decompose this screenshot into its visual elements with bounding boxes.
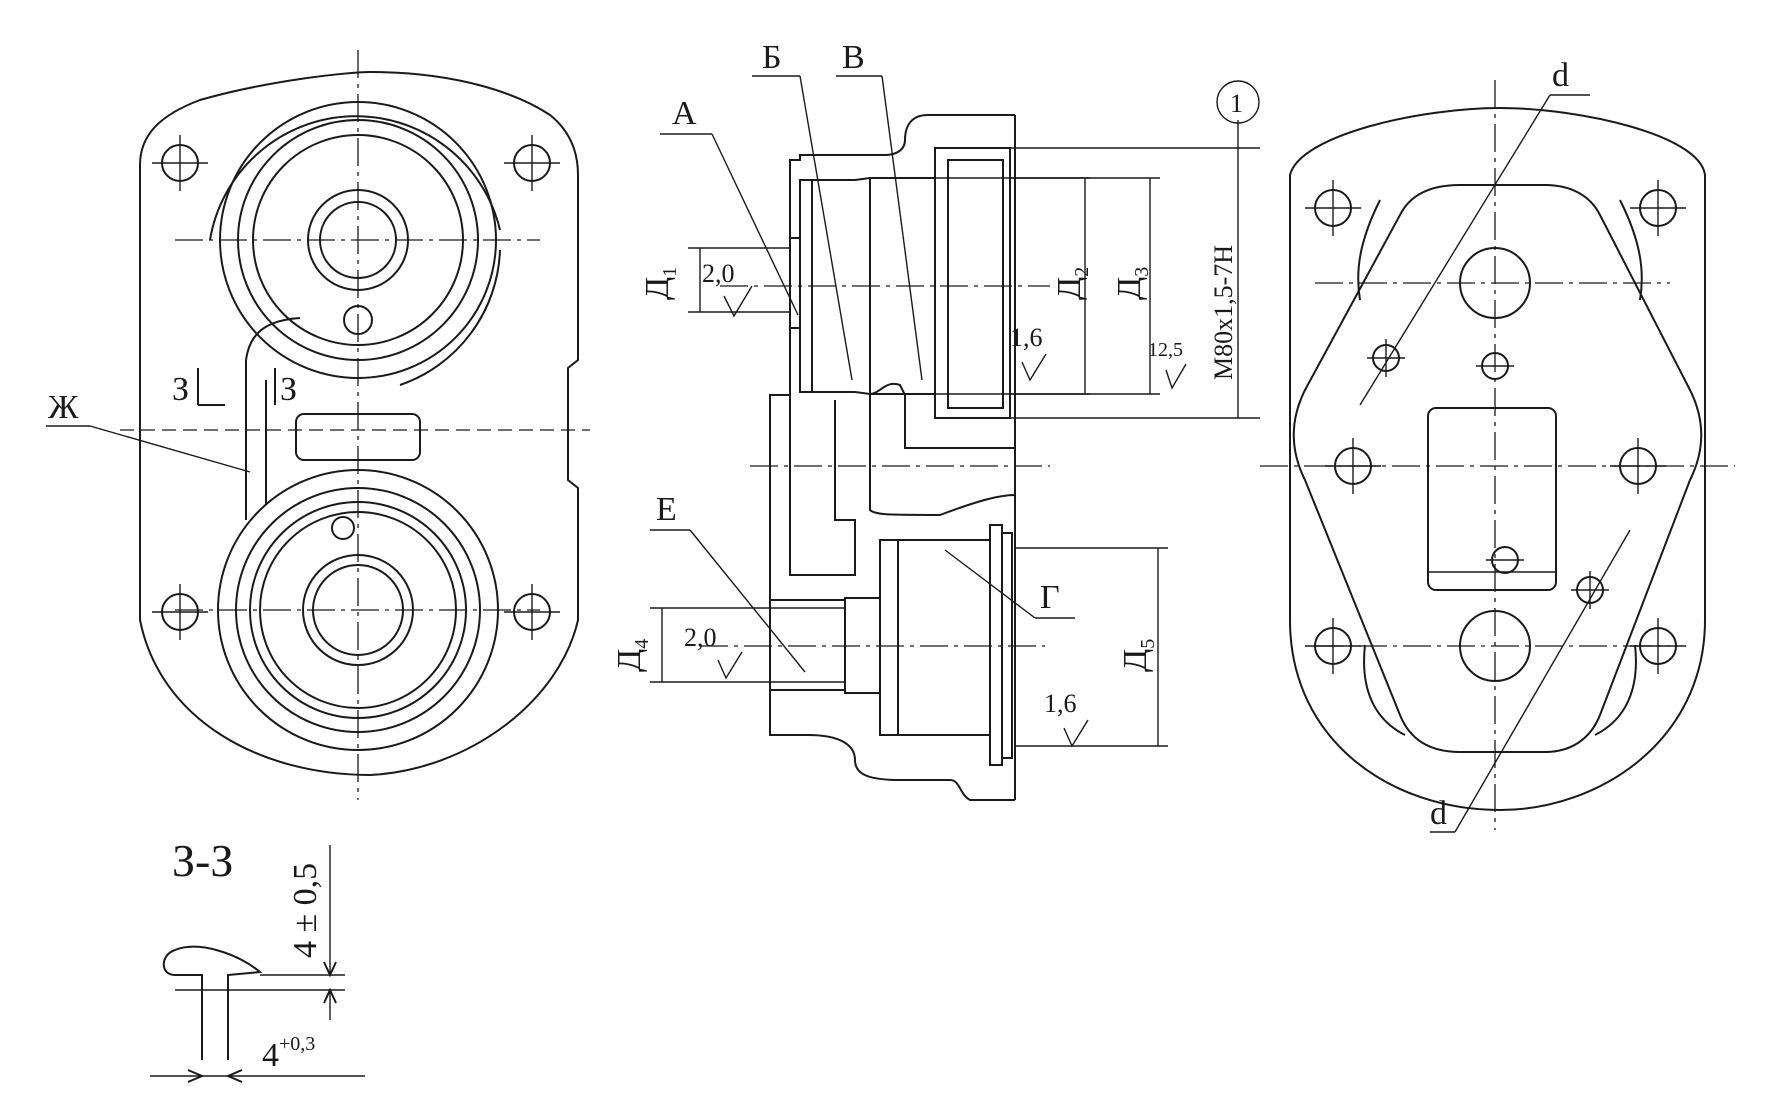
rear-mount-tl: [1305, 180, 1361, 236]
section-profile: [162, 945, 263, 1060]
dim-d5-sub: 5: [1137, 639, 1159, 649]
label-b: Б: [762, 39, 782, 76]
rear-hole-d1: [1367, 339, 1405, 377]
height-tolerance: 4 ± 0,5: [287, 863, 324, 958]
rear-hole-lower: [1486, 546, 1524, 574]
rear-hole-d2: [1571, 571, 1609, 609]
section-zz: З-З 4 ± 0,5 4+0,3: [150, 835, 365, 1083]
front-view: З З Ж: [46, 50, 590, 800]
upper-bore: [209, 101, 501, 386]
section-title: З-З: [172, 835, 233, 886]
rear-view: d d: [1260, 57, 1735, 833]
svg-text:Д5: Д5: [1117, 639, 1159, 672]
roughness-r2: 1,6: [1010, 323, 1043, 352]
roughness-r4: 2,0: [684, 623, 717, 652]
section-mark-left: З: [172, 371, 189, 408]
label-e: Е: [656, 491, 677, 528]
label-a: А: [672, 95, 697, 132]
svg-text:4+0,3: 4+0,3: [262, 1033, 315, 1074]
label-g: Г: [1040, 579, 1060, 616]
svg-text:Д4: Д4: [611, 639, 653, 672]
callout-number: 1: [1230, 89, 1243, 118]
section-view: Д1 2,0 Д2 1,6 Д3 12,5 М80х1,5-7Н 1 Д4 2,…: [611, 39, 1260, 801]
dim-d1: Д: [639, 277, 676, 300]
mounting-hole-tr: [504, 135, 560, 191]
svg-text:Д1: Д1: [639, 267, 681, 300]
width-tolerance: +0,3: [279, 1033, 315, 1055]
mounting-hole-bl: [152, 584, 208, 640]
dim-d1-sub: 1: [659, 267, 681, 277]
callout-circle: [1216, 80, 1260, 124]
rear-outline: [1289, 106, 1706, 812]
label-v: В: [842, 39, 865, 76]
svg-text:Д2: Д2: [1051, 267, 1093, 300]
mounting-hole-tl: [152, 135, 208, 191]
thread-dimension: М80х1,5-7Н: [1209, 245, 1238, 380]
rear-window: [1427, 407, 1557, 591]
housing-section-outline: [769, 114, 1015, 801]
roughness-r1: 2,0: [702, 259, 735, 288]
roughness-r5: 1,6: [1044, 689, 1077, 718]
dim-d4: Д: [611, 649, 648, 672]
section-mark-right: З: [280, 371, 297, 408]
dim-d5: Д: [1117, 649, 1154, 672]
mounting-hole-br: [504, 584, 560, 640]
gasket-outline: [1292, 184, 1703, 753]
svg-text:Д3: Д3: [1111, 267, 1153, 300]
dim-d3-sub: 3: [1131, 267, 1153, 277]
label-zh: Ж: [48, 389, 79, 426]
dim-d3: Д: [1111, 277, 1148, 300]
label-d-top: d: [1552, 57, 1569, 94]
dim-d2-sub: 2: [1071, 267, 1093, 277]
roughness-r3: 12,5: [1148, 339, 1183, 361]
dim-d4-sub: 4: [631, 639, 653, 649]
housing-outline: [139, 70, 579, 777]
lower-bore-section: [770, 524, 1013, 766]
width-base: 4: [262, 1037, 279, 1074]
channel-zh: [245, 360, 267, 520]
label-d-bottom: d: [1430, 795, 1447, 832]
rear-mount-tr: [1630, 180, 1686, 236]
upper-bore-section: [789, 147, 1016, 517]
dim-d2: Д: [1051, 277, 1088, 300]
